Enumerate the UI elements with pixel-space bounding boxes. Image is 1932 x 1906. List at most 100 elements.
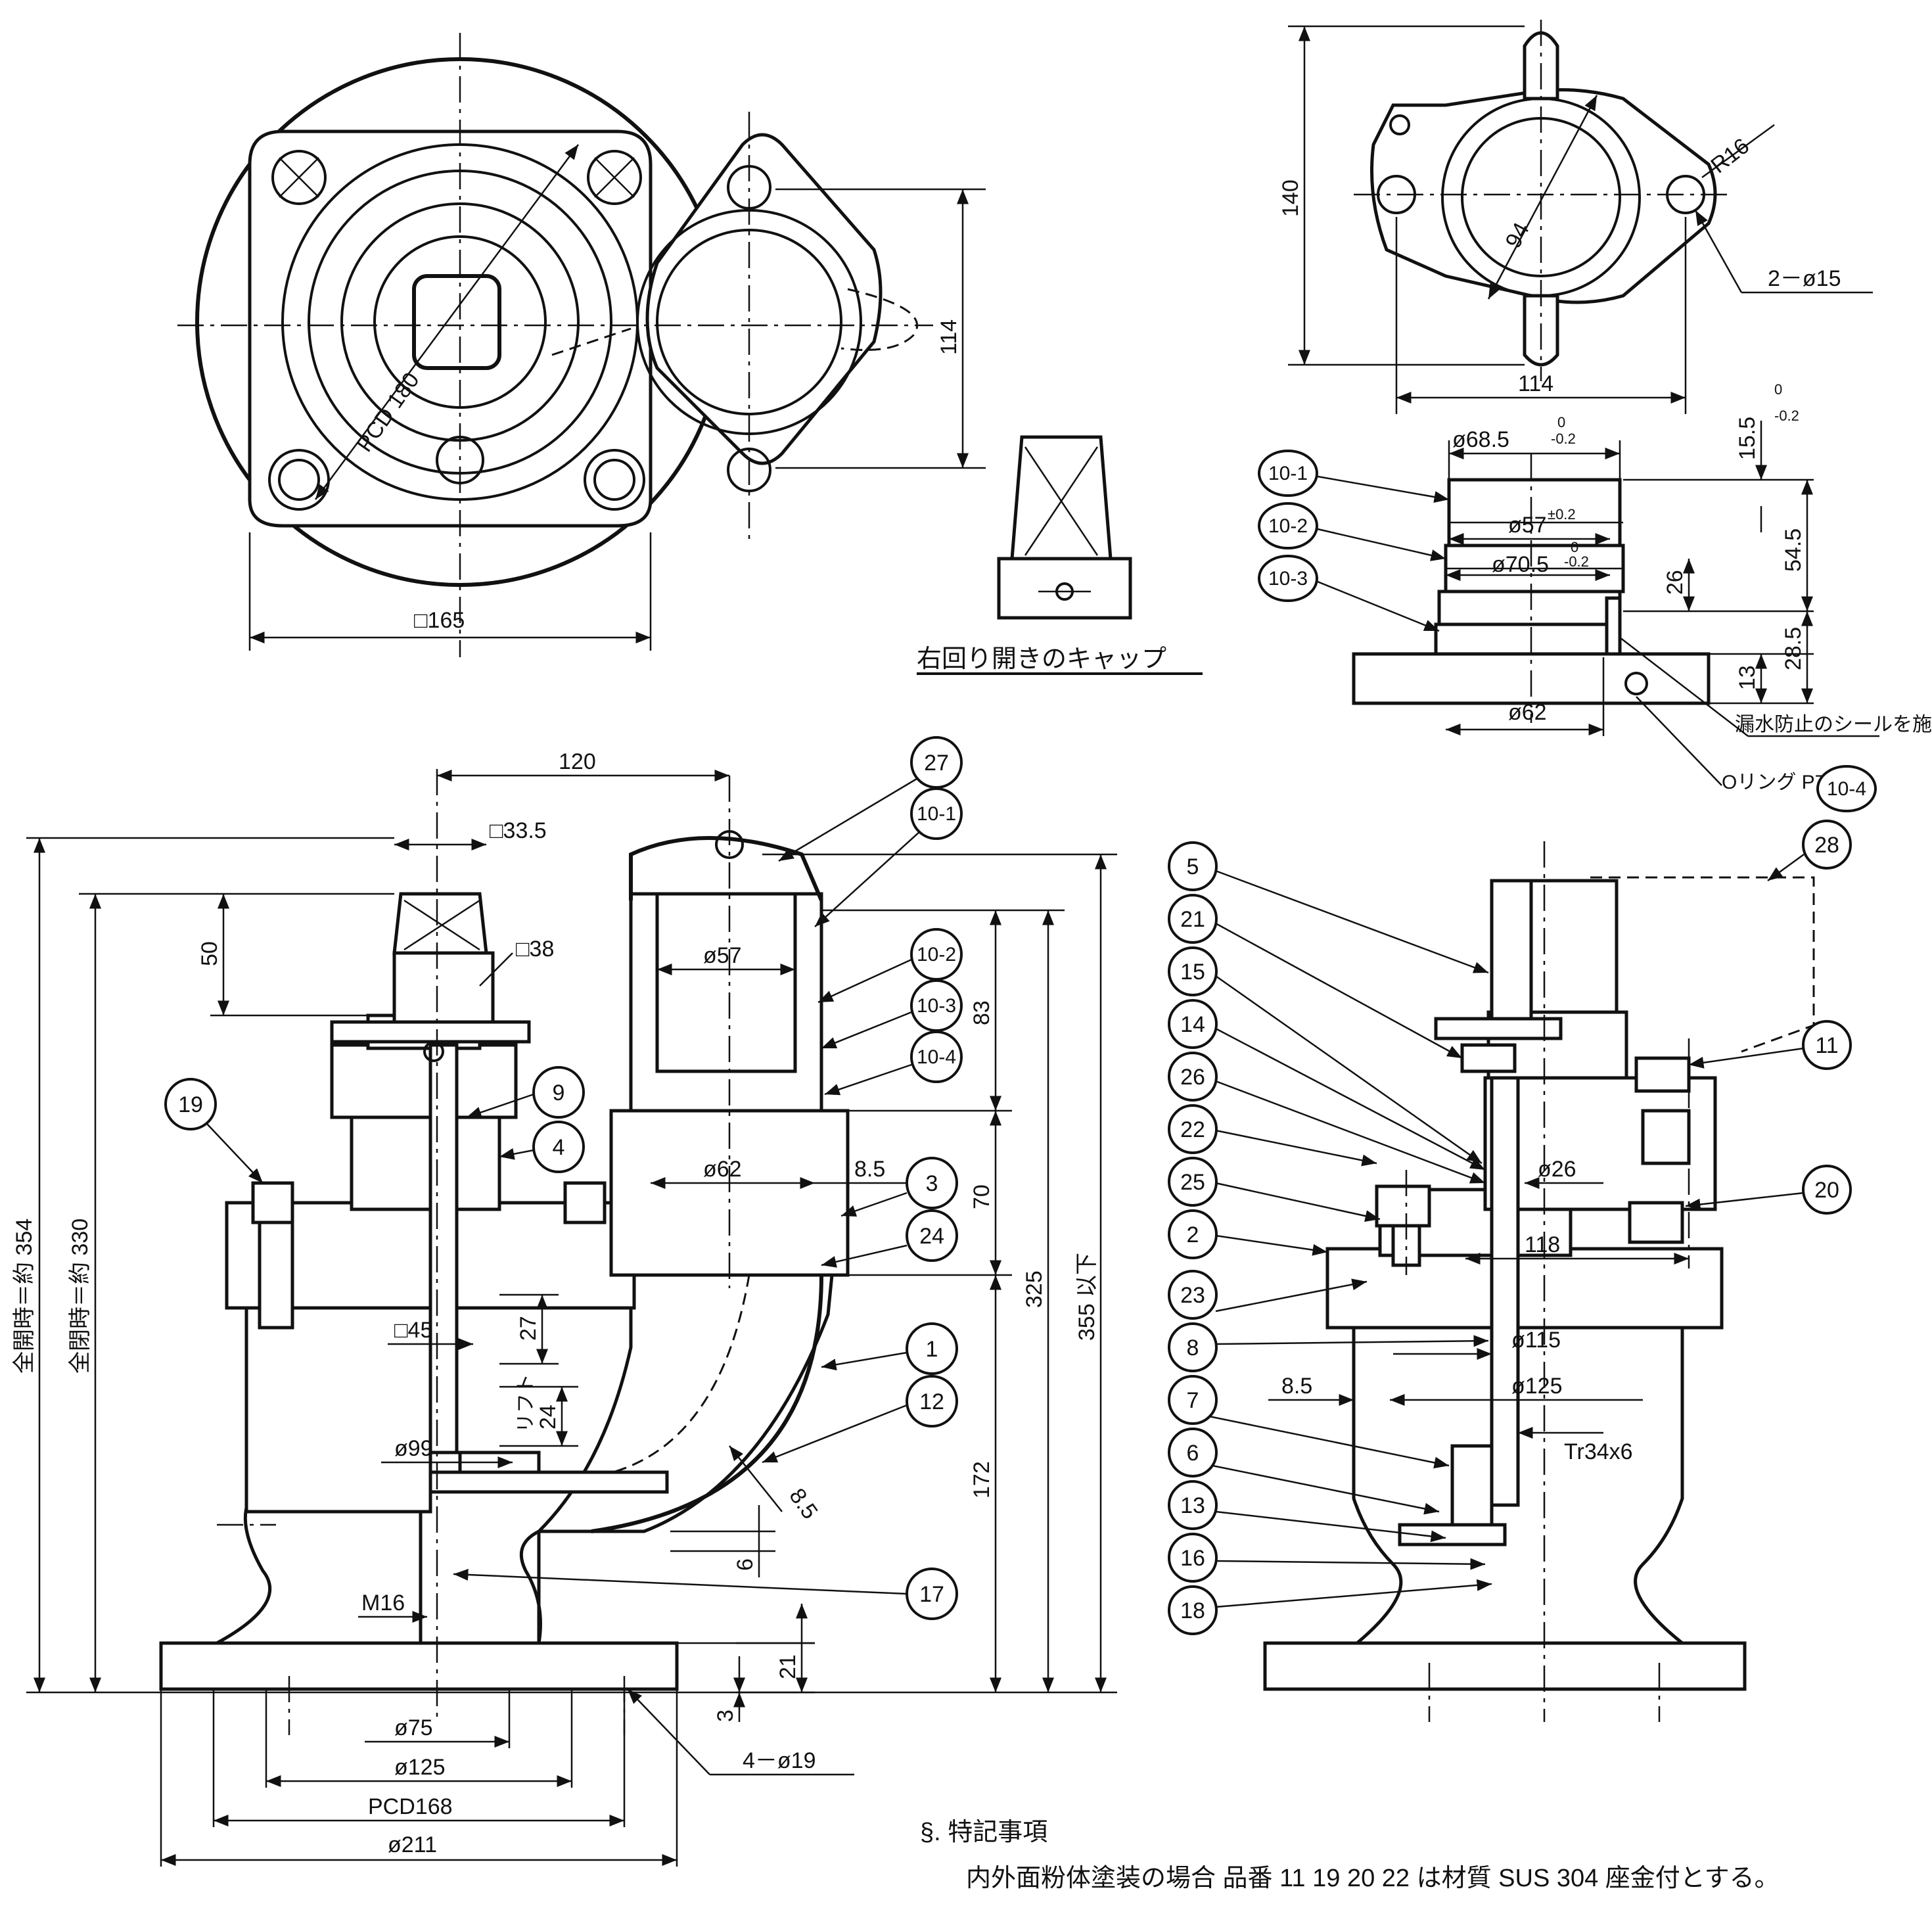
adapter-d2-tol: ±0.2 <box>1548 506 1576 523</box>
side-bubble-28: 28 <box>1802 820 1852 870</box>
svg-text:22: 22 <box>1180 1117 1205 1142</box>
svg-text:1: 1 <box>926 1337 938 1362</box>
adapter-bubble-10-1: 10-1 <box>1258 450 1318 497</box>
front-bubble-12: 12 <box>906 1375 958 1428</box>
svg-text:5: 5 <box>1187 854 1199 879</box>
front-dim-27: 27 <box>516 1316 541 1341</box>
side-bubble-15: 15 <box>1168 946 1218 996</box>
svg-text:14: 14 <box>1180 1012 1205 1037</box>
adapter-h1: 15.5 <box>1735 417 1760 460</box>
front-bubble-3: 3 <box>906 1157 958 1209</box>
adapter-bubble-10-2: 10-2 <box>1258 502 1318 549</box>
front-bubble-10-2: 10-2 <box>910 928 963 981</box>
side-dim-d125: ø125 <box>1511 1374 1563 1399</box>
front-dim-m16: M16 <box>361 1591 405 1615</box>
side-bubble-23: 23 <box>1168 1270 1218 1320</box>
front-dim-t85a: 8.5 <box>854 1157 885 1182</box>
side-bubble-14: 14 <box>1168 999 1218 1049</box>
side-dim-thread: Tr34x6 <box>1564 1439 1633 1464</box>
front-dim-sq33: □33.5 <box>490 818 547 843</box>
front-dim-172: 172 <box>969 1461 994 1499</box>
adapter-d1-tol-upper: 0 <box>1557 414 1565 430</box>
front-dim-lift: リフト <box>515 1374 537 1433</box>
front-dim-d99: ø99 <box>394 1436 433 1461</box>
front-dim-120: 120 <box>559 749 596 774</box>
front-dim-sq38: □38 <box>516 937 554 962</box>
front-dim-70: 70 <box>969 1184 994 1209</box>
svg-text:23: 23 <box>1180 1283 1205 1308</box>
side-bubble-13: 13 <box>1168 1480 1218 1530</box>
adapter-h1-tol-lower: -0.2 <box>1774 407 1799 424</box>
side-bubble-8: 8 <box>1168 1322 1218 1372</box>
side-bubble-5: 5 <box>1168 841 1218 891</box>
top-view: PCD 180 114 □165 <box>177 33 986 657</box>
adapter-bubble-10-3: 10-3 <box>1258 555 1318 602</box>
adapter-h3: 26 <box>1663 570 1688 595</box>
side-dim-d115: ø115 <box>1511 1328 1561 1353</box>
side-bubble-18: 18 <box>1168 1585 1218 1635</box>
front-bubble-24: 24 <box>906 1209 958 1262</box>
adapter-bubble-10-4: 10-4 <box>1816 765 1877 812</box>
front-dim-24: 24 <box>536 1405 561 1430</box>
svg-text:19: 19 <box>178 1092 203 1117</box>
front-view: 120 □33.5 □38 50 ø57 83 ø62 8.5 70 172 3 <box>12 749 1117 1867</box>
side-dim-d26: ø26 <box>1538 1157 1576 1182</box>
side-bubble-25: 25 <box>1168 1157 1218 1207</box>
front-dim-83: 83 <box>969 1000 994 1025</box>
adapter-h1-tol-upper: 0 <box>1774 381 1782 398</box>
flange-width-dim: 114 <box>1518 371 1553 396</box>
side-bubble-6: 6 <box>1168 1428 1218 1477</box>
svg-text:28: 28 <box>1814 833 1839 858</box>
svg-text:18: 18 <box>1180 1598 1205 1623</box>
front-bubble-4: 4 <box>532 1121 585 1173</box>
front-bubble-17: 17 <box>906 1568 958 1620</box>
side-dim-t85: 8.5 <box>1281 1374 1312 1399</box>
front-bubble-1: 1 <box>906 1322 958 1375</box>
flange-view: 114 140 94 R16 2－ø15 <box>1278 20 1873 414</box>
front-dim-d62: ø62 <box>703 1157 742 1182</box>
svg-text:21: 21 <box>1180 907 1205 932</box>
flange-radius-dim: R16 <box>1707 133 1755 178</box>
svg-text:10-1: 10-1 <box>917 803 956 825</box>
svg-text:16: 16 <box>1180 1546 1205 1571</box>
front-dim-d75: ø75 <box>394 1715 433 1740</box>
front-dim-d57: ø57 <box>703 943 742 968</box>
side-bubble-2: 2 <box>1168 1209 1218 1259</box>
top-height-dim: 114 <box>936 319 961 355</box>
adapter-h2: 54.5 <box>1781 528 1806 572</box>
side-bubble-16: 16 <box>1168 1533 1218 1583</box>
side-bubbles: 5 21 15 14 26 22 25 2 23 8 7 6 13 16 18 … <box>1168 820 1852 1635</box>
front-dim-d125: ø125 <box>394 1755 446 1780</box>
front-dim-open: 全開時＝約 354 <box>12 1219 37 1374</box>
adapter-d1-tol-lower: -0.2 <box>1551 430 1576 447</box>
front-dim-21: 21 <box>775 1654 800 1679</box>
svg-text:7: 7 <box>1187 1388 1199 1413</box>
svg-text:12: 12 <box>919 1389 944 1414</box>
adapter-d3: ø70.5 <box>1492 552 1549 577</box>
svg-text:27: 27 <box>924 751 949 776</box>
notes: §. 特記事項 内外面粉体塗装の場合 品番 11 19 20 22 は材質 SU… <box>920 1819 1780 1892</box>
front-bubble-10-4: 10-4 <box>910 1031 963 1083</box>
svg-text:11: 11 <box>1815 1033 1838 1058</box>
flange-height-dim: 140 <box>1278 179 1303 217</box>
cap-caption: 右回り開きのキャップ <box>917 645 1166 673</box>
front-dim-355: 355 以下 <box>1074 1253 1099 1341</box>
side-bubble-22: 22 <box>1168 1104 1218 1154</box>
adapter-h5: 13 <box>1735 665 1760 690</box>
svg-text:3: 3 <box>926 1171 938 1196</box>
side-bubble-21: 21 <box>1168 894 1218 944</box>
front-dim-t85b: 8.5 <box>784 1484 822 1524</box>
side-bubble-20: 20 <box>1802 1165 1852 1215</box>
svg-text:24: 24 <box>919 1224 944 1249</box>
adapter-d1: ø68.5 <box>1452 427 1509 452</box>
front-dim-sq45: □45 <box>394 1318 432 1343</box>
svg-text:10-4: 10-4 <box>917 1046 956 1068</box>
svg-text:6: 6 <box>1187 1441 1199 1466</box>
svg-text:9: 9 <box>553 1081 565 1105</box>
side-bubble-11: 11 <box>1802 1020 1852 1070</box>
svg-text:10-3: 10-3 <box>917 995 956 1017</box>
svg-text:26: 26 <box>1180 1065 1205 1090</box>
notes-body: 内外面粉体塗装の場合 品番 11 19 20 22 は材質 SUS 304 座金… <box>966 1865 1780 1892</box>
front-dim-d211: ø211 <box>388 1832 437 1857</box>
svg-text:25: 25 <box>1180 1170 1205 1195</box>
